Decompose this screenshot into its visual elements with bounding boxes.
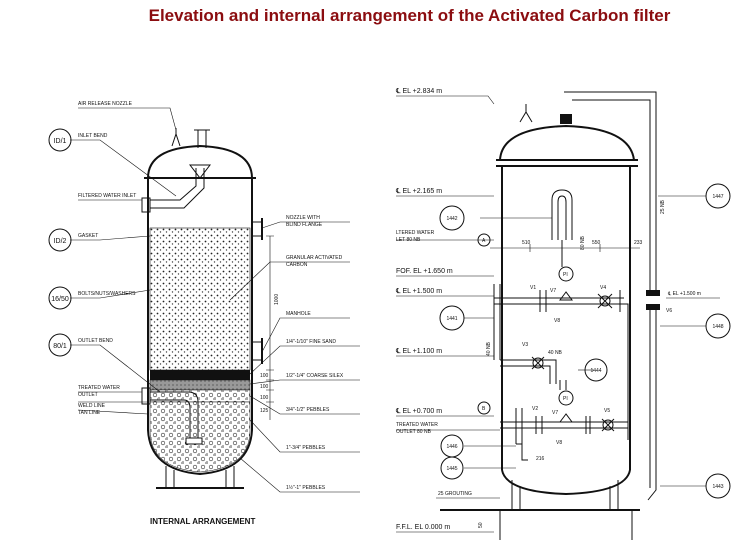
bubble-1444: 1444 — [590, 368, 601, 374]
elev-0700: ℄ EL +0.700 m — [395, 408, 442, 415]
label-layer2: 1/2"-1/4" COARSE SILEX — [286, 373, 344, 379]
tag-b: B — [482, 406, 486, 412]
dim-216: 216 — [536, 456, 545, 462]
elev-2165: ℄ EL +2.165 m — [395, 188, 442, 195]
valve-v7-upper: V7 — [550, 288, 556, 294]
pi-lower: PI — [563, 396, 568, 402]
bubble-1448: 1448 — [712, 324, 723, 330]
valve-v2: V2 — [532, 406, 538, 412]
tag-id2: ID/2 — [54, 238, 67, 245]
label-40nb: 40 NB — [548, 350, 563, 356]
elev-top: ℄ EL +2.834 m — [395, 88, 442, 95]
valve-v7-lower: V7 — [552, 410, 558, 416]
valve-v4: V4 — [600, 285, 606, 291]
label-tan-line: TAN LINE — [78, 410, 101, 416]
dim-233: 233 — [634, 240, 643, 246]
left-caption: INTERNAL ARRANGEMENT — [150, 517, 255, 526]
dim-550: 550 — [592, 240, 601, 246]
dim-1000: 1000 — [274, 294, 280, 305]
dim-100b: 100 — [260, 384, 269, 390]
valve-v1: V1 — [530, 285, 536, 291]
label-layer3: 3/4"-1/2" PEBBLES — [286, 407, 330, 413]
elev-ffl: F.F.L. EL 0.000 m — [396, 524, 450, 531]
label-treated-2: OUTLET 80 NB — [396, 429, 432, 435]
dim-50: 50 — [478, 522, 484, 528]
tag-id1: ID/1 — [54, 138, 67, 145]
bubble-1446: 1446 — [446, 444, 457, 450]
page-title: Elevation and internal arrangement of th… — [148, 6, 671, 25]
label-filtered-inlet: FILTERED WATER INLET — [78, 193, 136, 199]
valve-v5: V5 — [604, 408, 610, 414]
label-gac-2: CARBON — [286, 262, 308, 268]
internal-arrangement — [48, 107, 360, 493]
label-air-release: AIR RELEASE NOZZLE — [78, 101, 133, 107]
label-manhole: MANHOLE — [286, 311, 311, 317]
elev-1100: ℄ EL +1.100 m — [395, 348, 442, 355]
tag-80-1: 80/1 — [53, 343, 67, 350]
bubble-1442: 1442 — [446, 216, 457, 222]
label-nozzle-2: BLIND FLANGE — [286, 222, 323, 228]
label-treated-outlet-2: OUTLET — [78, 392, 98, 398]
elevation-view — [396, 91, 731, 540]
label-inlet-bend: INLET BEND — [78, 133, 108, 139]
pi-upper: PI — [563, 272, 568, 278]
dim-100a: 100 — [260, 373, 269, 379]
label-treated-outlet-1: TREATED WATER — [78, 385, 120, 391]
elev-1500: ℄ EL +1.500 m — [395, 288, 442, 295]
bubble-1441: 1441 — [446, 316, 457, 322]
valve-v8-upper: V8 — [554, 318, 560, 324]
valve-v6: V6 — [666, 308, 672, 314]
label-gasket: GASKET — [78, 233, 98, 239]
tag-a: A — [482, 238, 486, 244]
label-layer4: 1"-3/4" PEBBLES — [286, 445, 326, 451]
label-layer5: 1½"-1" PEBBLES — [286, 484, 326, 491]
bubble-1447: 1447 — [712, 194, 723, 200]
label-filtered-1: LTERED WATER — [396, 230, 435, 236]
label-treated-1: TREATED WATER — [396, 422, 438, 428]
bubble-1445: 1445 — [446, 466, 457, 472]
label-weld-line: WELD LINE — [78, 403, 106, 409]
valve-v8-lower: V8 — [556, 440, 562, 446]
elev-fof: FOF. EL +1.650 m — [396, 268, 453, 275]
label-filtered-2: LET 80 NB — [396, 237, 421, 243]
label-40nb-v: 40 NB — [486, 341, 492, 356]
label-nozzle-1: NOZZLE WITH — [286, 215, 320, 221]
dim-100c: 100 — [260, 395, 269, 401]
dim-510: 510 — [522, 240, 531, 246]
tag-16-50: 16/50 — [51, 296, 69, 303]
label-gac-1: GRANULAR ACTIVATED — [286, 255, 343, 261]
label-bolts: BOLTS/NUTS/WASHERS — [78, 291, 136, 297]
elev-1500-right: ℄ EL +1.500 m — [667, 291, 701, 297]
label-grouting: 25 GROUTING — [438, 491, 472, 497]
dim-125: 125 — [260, 408, 269, 414]
valve-v3: V3 — [522, 342, 528, 348]
label-80nb: 80 NB — [580, 235, 586, 250]
label-layer1: 1/4"-1/10" FINE SAND — [286, 339, 336, 345]
label-outlet-bend: OUTLET BEND — [78, 338, 113, 344]
label-25nb: 25 NB — [660, 199, 666, 214]
bubble-1443: 1443 — [712, 484, 723, 490]
